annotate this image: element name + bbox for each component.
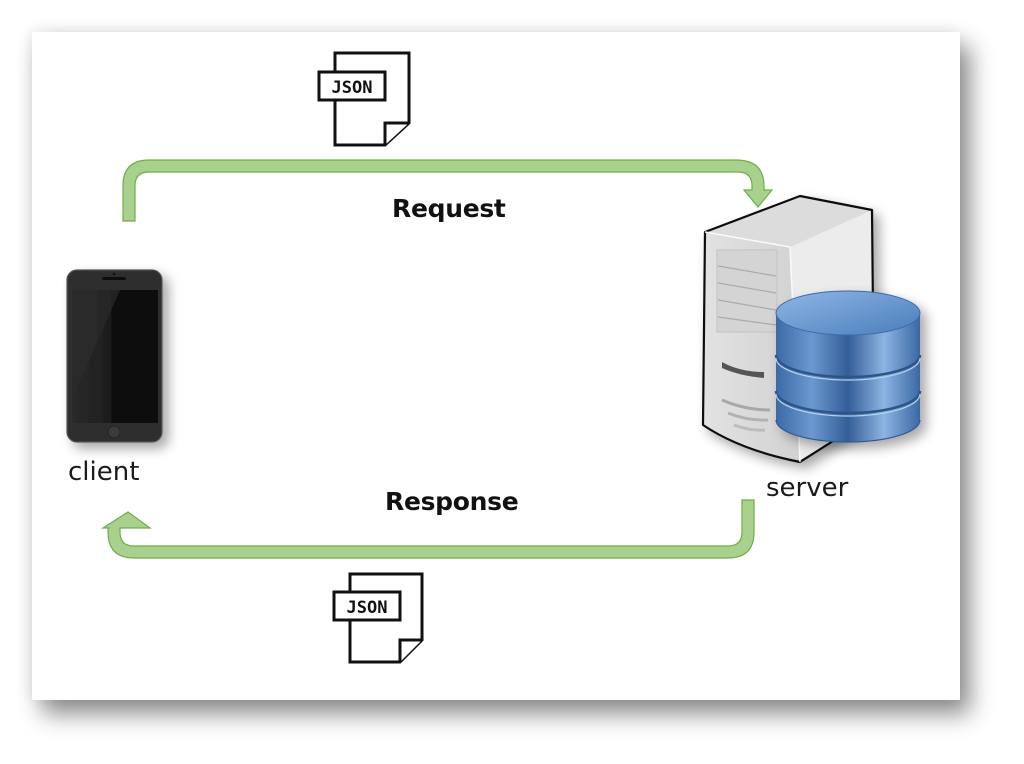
json-file-label: JSON: [347, 598, 388, 618]
request-label: Request: [392, 194, 506, 223]
json-file-label: JSON: [332, 78, 373, 98]
response-arrow: [100, 499, 755, 559]
smartphone-icon: [66, 269, 163, 443]
client-label: client: [68, 457, 140, 487]
server-label: server: [766, 473, 849, 503]
json-file-icon-request: JSON: [317, 51, 411, 147]
json-file-icon-response: JSON: [332, 572, 424, 664]
request-arrow: [122, 159, 774, 222]
response-label: Response: [385, 487, 519, 516]
database-icon: [774, 290, 922, 443]
